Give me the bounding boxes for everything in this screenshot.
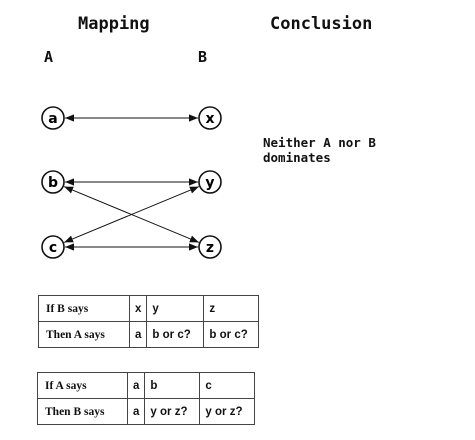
table-cell: b or c? xyxy=(146,321,205,348)
node-label-z: z xyxy=(206,240,214,256)
edge-c-y xyxy=(63,186,200,243)
table-header-cell: Then B says xyxy=(37,398,128,425)
conclusion-heading: Conclusion xyxy=(270,14,373,34)
mapping-diagram: a b c x y z xyxy=(41,106,222,259)
node-label-c: c xyxy=(49,240,57,256)
column-label-b: B xyxy=(198,48,208,66)
table-row: Then A says a b or c? b or c? xyxy=(38,321,260,348)
table-if-a-says: If A says a b c Then B says a y or z? y … xyxy=(37,372,256,425)
table-row: If B says x y z xyxy=(38,295,260,322)
table-cell: y or z? xyxy=(199,398,256,425)
mapping-heading: Mapping xyxy=(78,14,150,34)
table-row: If A says a b c xyxy=(37,372,256,399)
node-z: z xyxy=(198,235,222,259)
column-label-a: A xyxy=(44,48,54,66)
conclusion-text: Neither A nor B dominates xyxy=(263,135,376,165)
node-label-x: x xyxy=(205,111,214,127)
node-label-a: a xyxy=(48,111,57,127)
table-header-cell: If A says xyxy=(37,372,128,399)
table-cell: y xyxy=(146,295,205,322)
table-cell: y or z? xyxy=(144,398,201,425)
node-y: y xyxy=(198,170,222,194)
node-label-b: b xyxy=(48,175,58,191)
table-cell: a xyxy=(126,372,146,399)
table-cell: b or c? xyxy=(203,321,260,348)
node-c: c xyxy=(41,235,65,259)
node-x: x xyxy=(198,106,222,130)
table-cell: z xyxy=(203,295,260,322)
table-if-b-says: If B says x y z Then A says a b or c? b … xyxy=(38,295,260,348)
nodes-layer: a b c x y z xyxy=(41,106,222,259)
table-cell: c xyxy=(199,372,256,399)
table-header-cell: Then A says xyxy=(38,321,130,348)
edges-layer xyxy=(63,114,200,251)
table-cell: a xyxy=(128,321,148,348)
table-cell: b xyxy=(144,372,201,399)
node-b: b xyxy=(41,170,65,194)
table-cell: a xyxy=(126,398,146,425)
node-a: a xyxy=(41,106,65,130)
table-cell: x xyxy=(128,295,148,322)
table-header-cell: If B says xyxy=(38,295,130,322)
node-label-y: y xyxy=(205,175,214,191)
table-row: Then B says a y or z? y or z? xyxy=(37,398,256,425)
